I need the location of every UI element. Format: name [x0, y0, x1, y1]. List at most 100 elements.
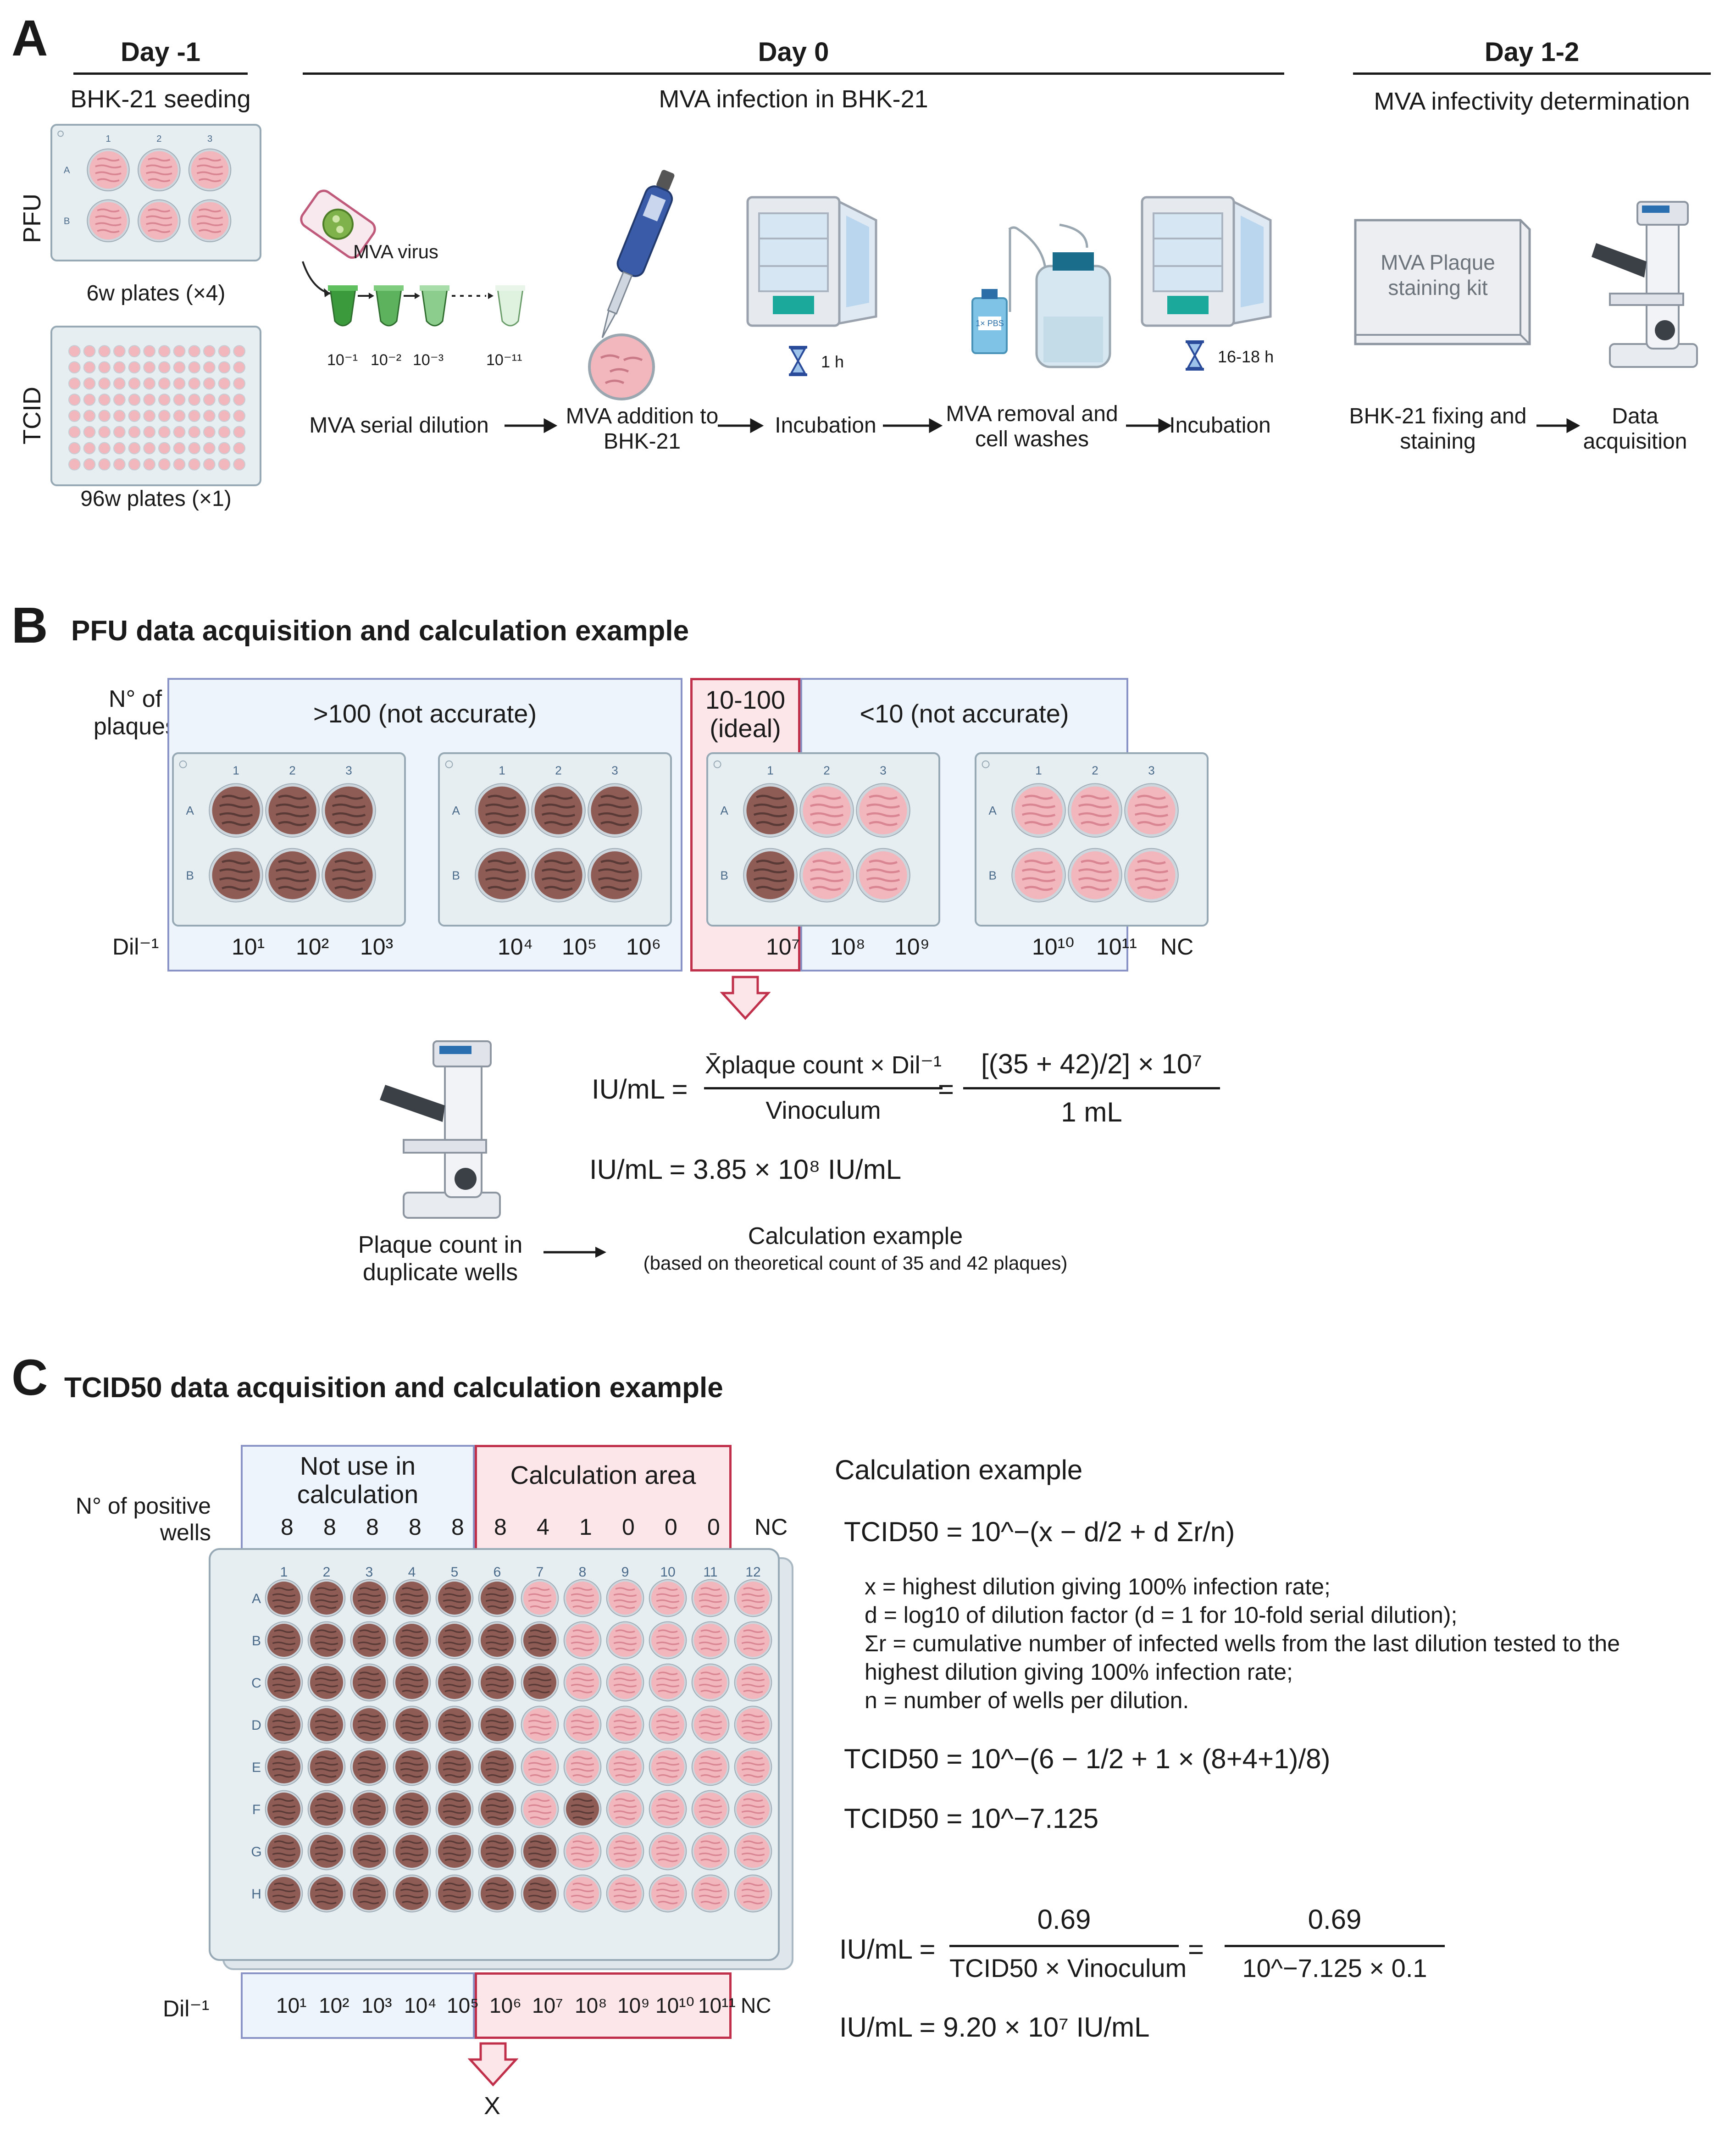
iu-den1: TCID50 × Vinoculum — [949, 1954, 1187, 1982]
tcid-well-E12 — [734, 1748, 772, 1786]
tcid-well-G9 — [606, 1832, 644, 1871]
seed96-well — [233, 393, 246, 406]
tcid-well-F4 — [393, 1790, 431, 1828]
tcid-well-H4 — [393, 1874, 431, 1913]
seed96-well — [218, 426, 231, 439]
tcid-well-E1 — [265, 1748, 303, 1786]
pfu-dilution-1: 10¹ — [232, 934, 265, 960]
tcid-well-D2 — [307, 1705, 346, 1744]
tcid-well-B8 — [563, 1621, 602, 1660]
day12-rule — [1353, 72, 1711, 75]
tcid-well-G5 — [435, 1832, 474, 1871]
step-incubation-2: Incubation — [1169, 413, 1271, 438]
iu-fraction-bar-1 — [949, 1945, 1179, 1947]
group-ideal-label: 10-100 (ideal) — [705, 685, 786, 743]
seed96-well — [143, 345, 156, 358]
day0-title: Day 0 — [758, 37, 829, 67]
seed96-well — [143, 393, 156, 406]
seed96-well — [233, 442, 246, 455]
tcid-well-H11 — [691, 1874, 730, 1913]
x-down-arrow — [468, 2042, 518, 2087]
tcid-dilution-5: 10⁵ — [447, 1993, 479, 2017]
tcid-well-D3 — [350, 1705, 388, 1744]
tcid-row-B: B — [252, 1633, 261, 1649]
calc-area-box-bottom — [475, 1972, 732, 2039]
tcid-well-D4 — [393, 1705, 431, 1744]
staining-kit-box — [1354, 219, 1531, 345]
day-minus1-title: Day -1 — [120, 37, 201, 67]
not-use-label: Not use in calculation — [297, 1451, 419, 1509]
tcid-well-E2 — [307, 1748, 346, 1786]
seed96-well — [68, 442, 81, 455]
calc-example-note: (based on theoretical count of 35 and 42… — [643, 1252, 1068, 1274]
tcid-well-C6 — [478, 1663, 516, 1702]
seed96-well — [98, 377, 111, 390]
tcid-well-F5 — [435, 1790, 474, 1828]
tcid-well-F9 — [606, 1790, 644, 1828]
tcid-well-B1 — [265, 1621, 303, 1660]
tcid-dilution-6: 10⁶ — [489, 1993, 522, 2017]
seed6-well-B3 — [188, 199, 232, 243]
pfu-dilution-11: 10¹¹ — [1096, 934, 1137, 960]
tcid-well-C12 — [734, 1663, 772, 1702]
tcid-well-A10 — [649, 1579, 687, 1617]
seed96-well — [188, 426, 201, 439]
tcid-well-B12 — [734, 1621, 772, 1660]
group-low-label: <10 (not accurate) — [860, 699, 1069, 728]
virus-label: MVA virus — [353, 241, 438, 262]
pipette-icon — [601, 170, 675, 338]
day0-subtitle: MVA infection in BHK-21 — [659, 85, 928, 113]
calc-area-box-top — [475, 1445, 732, 1553]
seed96-well — [218, 361, 231, 374]
dilution-label-11: 10⁻¹¹ — [486, 351, 522, 369]
ideal-down-arrow — [720, 976, 771, 1020]
seed96-well — [218, 345, 231, 358]
iu-num1: 0.69 — [1037, 1904, 1091, 1935]
seed96-well — [173, 426, 186, 439]
tcid-well-A3 — [350, 1579, 388, 1617]
seed96-well — [128, 458, 141, 471]
tcid-well-B7 — [521, 1621, 559, 1660]
seed96-well — [113, 410, 126, 422]
seed96-well — [233, 361, 246, 374]
tcid-well-H12 — [734, 1874, 772, 1913]
tcid-well-G12 — [734, 1832, 772, 1871]
tcid-col-7: 7 — [536, 1565, 544, 1580]
tcid-well-C2 — [307, 1663, 346, 1702]
tcid-row-H: H — [251, 1887, 261, 1902]
seed96-well — [128, 410, 141, 422]
tcid-well-A12 — [734, 1579, 772, 1617]
iu-den2: 10^−7.125 × 0.1 — [1242, 1954, 1427, 1982]
pfu-eq-den2: 1 mL — [1061, 1097, 1122, 1127]
seed96-well — [143, 458, 156, 471]
panel-b-title: PFU data acquisition and calculation exa… — [71, 615, 689, 647]
pfu-dilution-12: NC — [1160, 934, 1194, 960]
pfu1-col-2: 2 — [289, 764, 295, 777]
tcid-well-E7 — [521, 1748, 559, 1786]
kit-label: MVA Plaque staining kit — [1381, 250, 1495, 300]
pfu1-col-3: 3 — [345, 764, 352, 777]
serial-dilution-illustration — [300, 189, 525, 327]
seed96-well — [188, 442, 201, 455]
pfu-eq-fraction-bar — [704, 1087, 943, 1089]
iu-eq: = — [1188, 1934, 1204, 1965]
step-incubation-1: Incubation — [775, 413, 876, 438]
seed96-well — [83, 426, 96, 439]
seed96-well — [158, 361, 171, 374]
seed96-well — [98, 458, 111, 471]
tcid-row-D: D — [251, 1718, 261, 1733]
tcid-dilution-12: NC — [741, 1993, 771, 2017]
tcid-well-A6 — [478, 1579, 516, 1617]
tcid-well-C3 — [350, 1663, 388, 1702]
tcid-well-A7 — [521, 1579, 559, 1617]
seed6-well-B1 — [87, 199, 130, 243]
seed96-well — [203, 410, 216, 422]
incubation2-time: 16-18 h — [1218, 347, 1274, 366]
tcid-well-A5 — [435, 1579, 474, 1617]
pfu2-well-A1 — [475, 783, 529, 838]
